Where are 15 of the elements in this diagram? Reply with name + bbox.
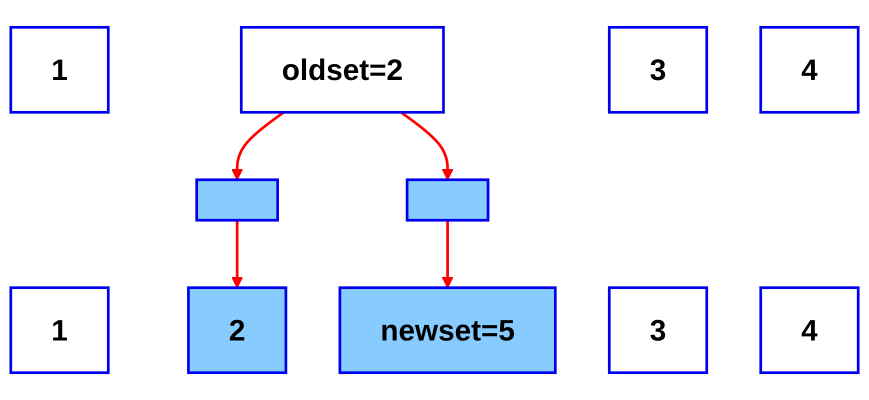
- node-box: oldset=2: [240, 26, 445, 114]
- node-box: [195, 178, 279, 222]
- node-box: 3: [608, 286, 708, 374]
- arrow: [442, 220, 454, 288]
- node-box: 4: [759, 286, 860, 374]
- node-box: [406, 178, 490, 222]
- node-box: 4: [759, 26, 860, 114]
- node-box: 1: [9, 286, 110, 374]
- node-box: 2: [187, 286, 288, 374]
- node-box: 3: [608, 26, 708, 114]
- node-box: 1: [9, 26, 110, 114]
- arrow: [400, 111, 454, 180]
- arrow: [231, 220, 244, 288]
- arrow: [231, 111, 285, 180]
- node-box: newset=5: [338, 286, 557, 374]
